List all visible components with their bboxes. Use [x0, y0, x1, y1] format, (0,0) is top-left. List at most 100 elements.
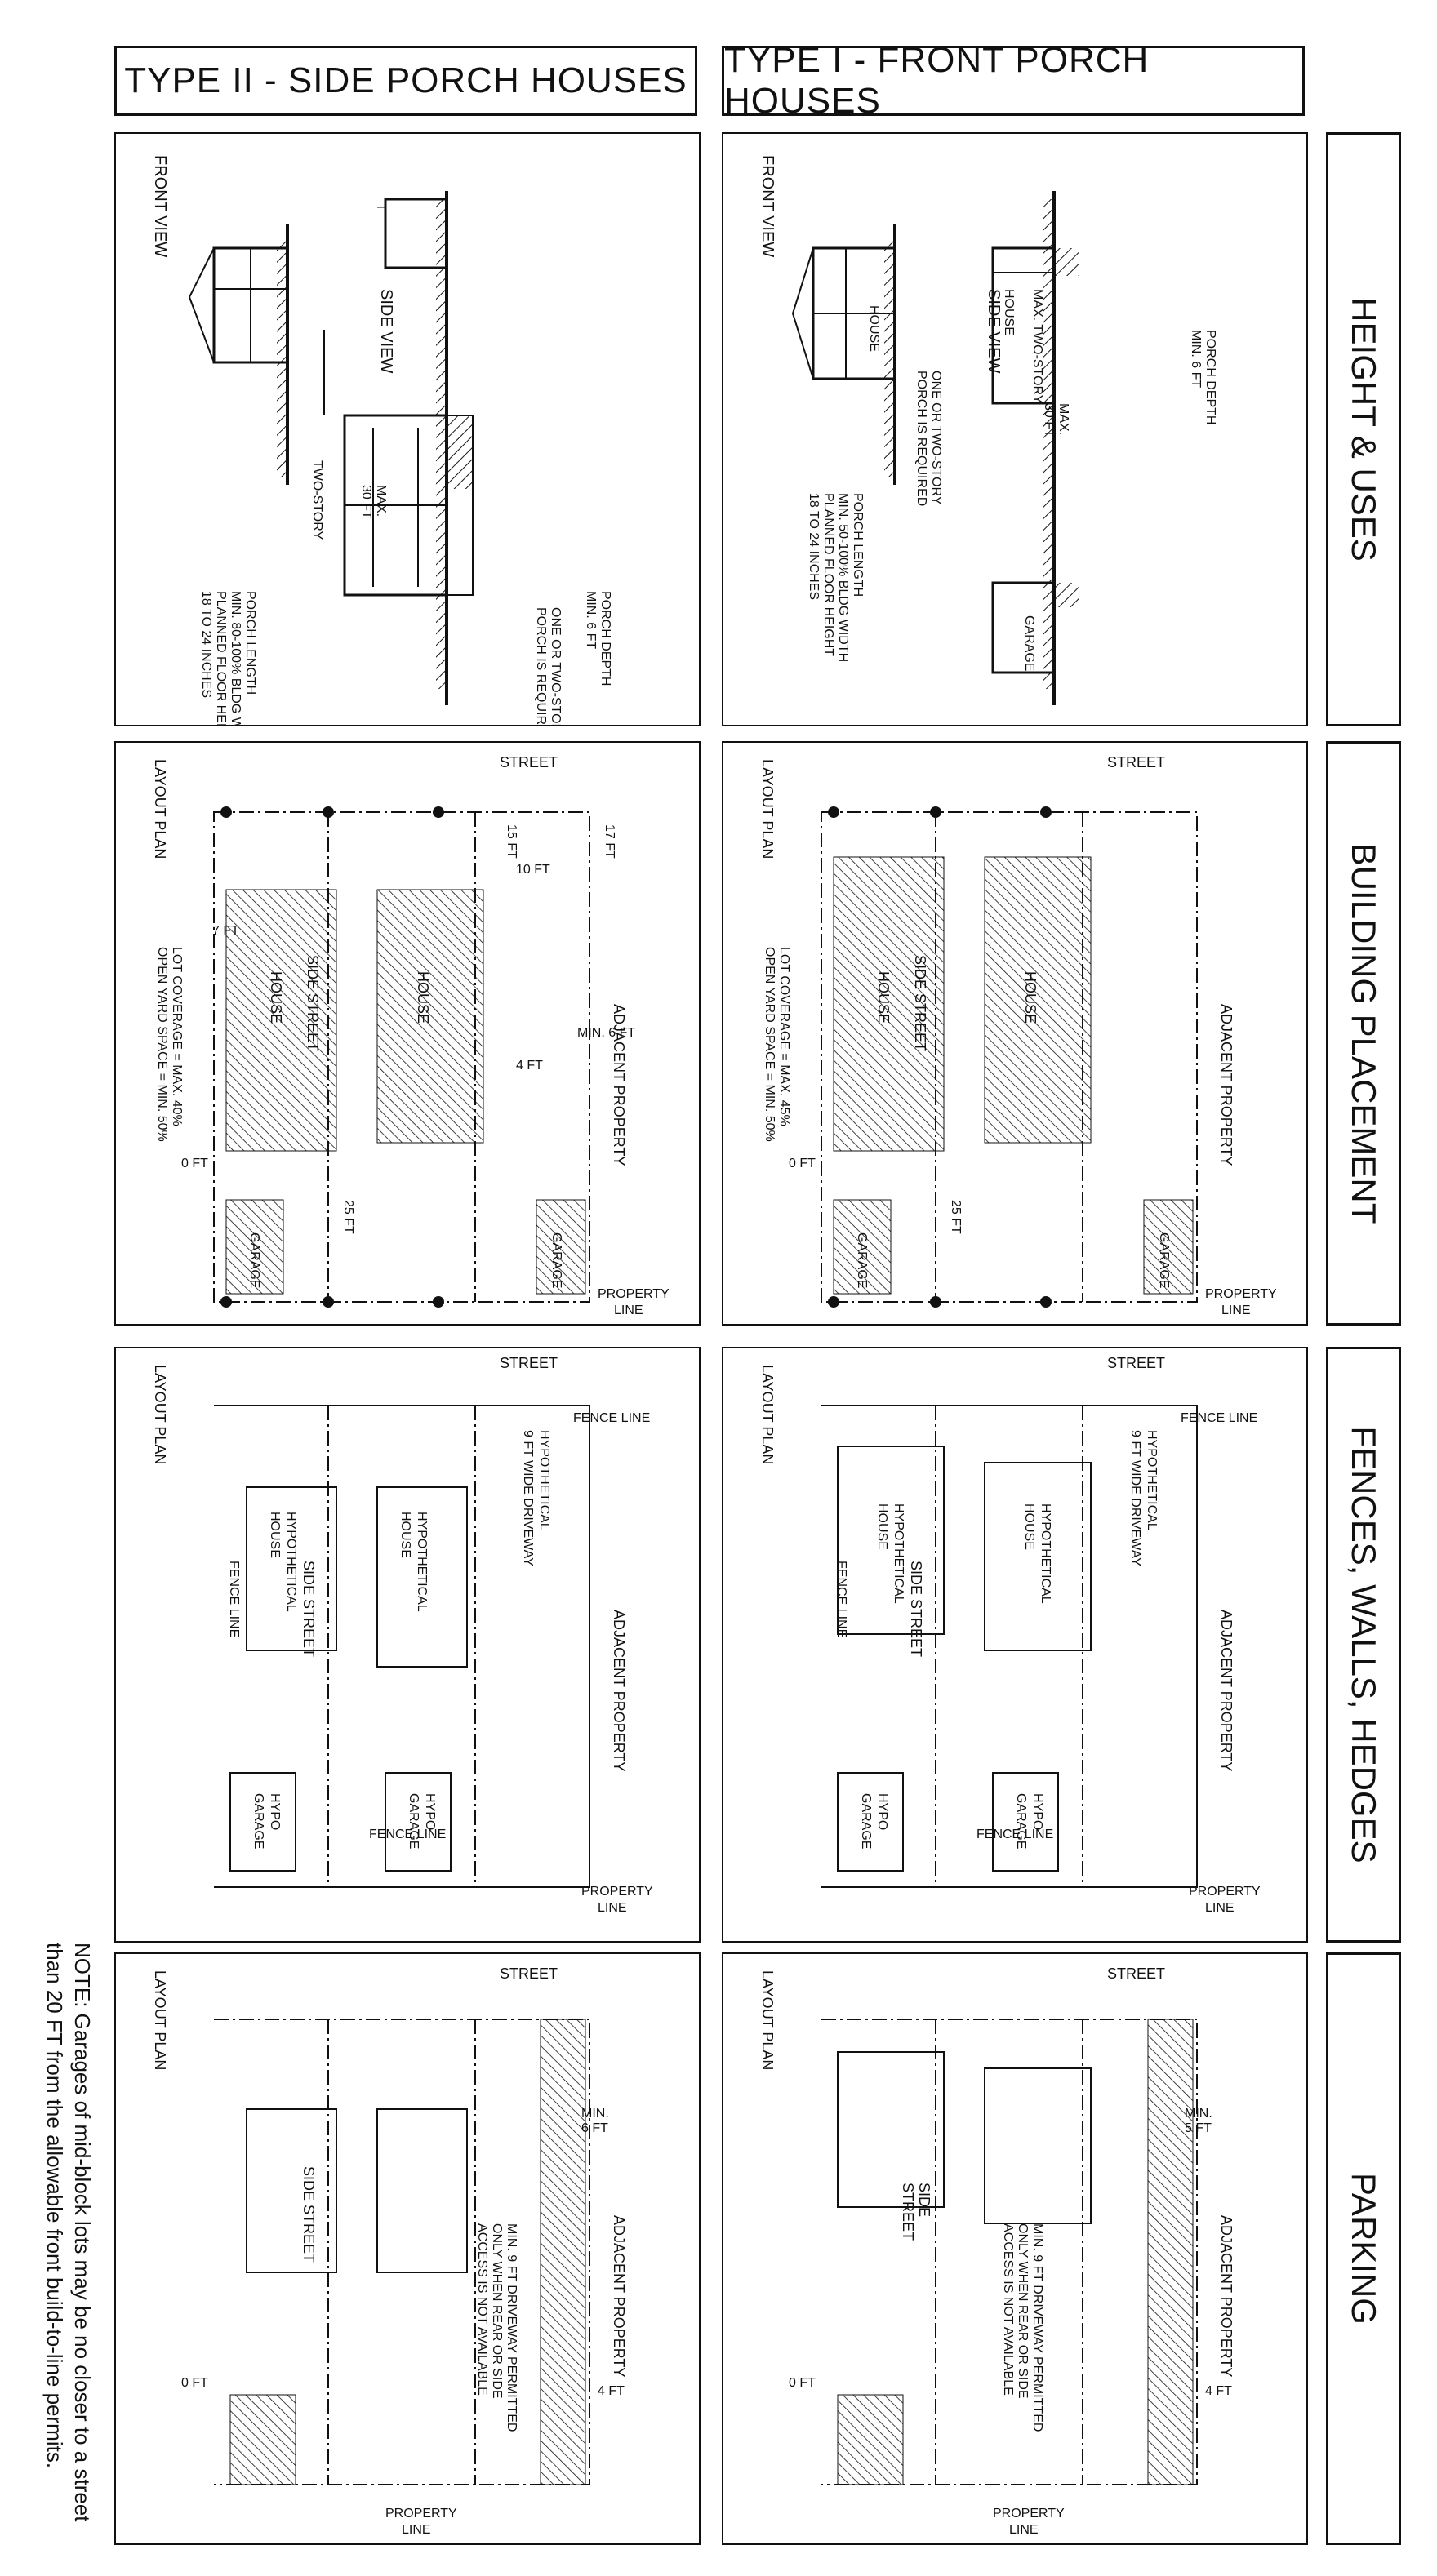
lot-corner-dots	[828, 806, 1052, 1308]
section-label: BUILDING PLACEMENT	[1345, 842, 1383, 1224]
ft25-label: 25 FT	[949, 1200, 963, 1234]
min6-label: MIN. 6 FT	[577, 1026, 635, 1040]
type1-fences-panel: LAYOUT PLAN STREET ADJACENT PROPERTY SID…	[722, 1347, 1308, 1943]
drive-label-a: HYPOTHETICAL	[537, 1430, 551, 1530]
garage-label-1: GARAGE	[247, 1232, 261, 1288]
porch-req-1: ONE OR TWO-STORY	[549, 607, 563, 726]
type1-building-diagram: LAYOUT PLAN STREET ADJACENT PROPERTY SID…	[759, 754, 1277, 1317]
line-label: LINE	[1009, 2523, 1039, 2537]
garage-label: GARAGE	[1022, 615, 1036, 671]
street-label: STREET	[500, 754, 558, 771]
garage-note: NOTE: Garages of mid-block lots may be n…	[36, 1943, 101, 2547]
max-30-label: 30 FT	[359, 485, 373, 519]
garage-label-1: GARAGE	[855, 1232, 869, 1288]
fence-line-bottom: FENCE LINE	[977, 1828, 1053, 1841]
max-label: MAX.	[374, 485, 388, 517]
driveway-note-3: ACCESS IS NOT AVAILABLE	[475, 2223, 489, 2396]
line-label: LINE	[614, 1304, 643, 1317]
property-label: PROPERTY	[598, 1287, 670, 1301]
house-label-1: HOUSE	[875, 971, 892, 1024]
street-label: STREET	[1107, 1965, 1165, 1982]
max-two-story-label: MAX. TWO-STORY	[1030, 289, 1044, 404]
front-view-drawing	[791, 224, 896, 485]
driveway-note-2: ONLY WHEN REAR OR SIDE	[1016, 2223, 1030, 2399]
porch-length-min-label: MIN. 50-100% BLDG WIDTH	[836, 493, 850, 662]
porch-depth-label: PORCH DEPTH	[1203, 330, 1217, 424]
hypo-garage-2b: GARAGE	[1014, 1793, 1028, 1849]
porch-req-1: ONE OR TWO-STORY	[929, 371, 943, 505]
street-label: STREET	[1107, 1355, 1165, 1371]
hyp-house-2a: HYPOTHETICAL	[415, 1512, 429, 1612]
ft4-label: 4 FT	[516, 1059, 543, 1073]
adjacent-label: ADJACENT PROPERTY	[1218, 2215, 1235, 2377]
garage-label-2: GARAGE	[1157, 1232, 1171, 1288]
drive-label-b: 9 FT WIDE DRIVEWAY	[521, 1430, 535, 1566]
type1-parking-panel: LAYOUT PLAN STREET ADJACENT PROPERTY SID…	[722, 1952, 1308, 2545]
open-yard-label: OPEN YARD SPACE = MIN. 50%	[155, 947, 169, 1142]
layout-plan-label: LAYOUT PLAN	[152, 1365, 168, 1464]
fence-line-top: FENCE LINE	[1181, 1411, 1257, 1425]
ft15-label: 15 FT	[505, 824, 518, 859]
driveway-note-2: ONLY WHEN REAR OR SIDE	[490, 2223, 504, 2399]
min10-label: 10 FT	[516, 863, 550, 877]
side-street-label: SIDE STREET	[300, 2166, 317, 2263]
hypo-garage-1a: HYPO	[268, 1793, 282, 1830]
garage-label-2: GARAGE	[549, 1232, 563, 1288]
porch-min-label: MIN. 6 FT	[1189, 330, 1203, 388]
hyp-house-2a: HYPOTHETICAL	[1039, 1503, 1052, 1604]
fence-line-bottom: FENCE LINE	[369, 1828, 446, 1841]
ft7-label: 7 FT	[212, 924, 239, 938]
house-label-2: HOUSE	[415, 971, 431, 1024]
hypo-garage-2a: HYPO	[1030, 1793, 1044, 1830]
hyp-house-1b: HOUSE	[268, 1512, 282, 1558]
porch-length-label: PORCH LENGTH	[243, 591, 257, 695]
property-label: PROPERTY	[993, 2507, 1065, 2520]
layout-plan-label: LAYOUT PLAN	[152, 1970, 168, 2070]
hyp-house-1b: HOUSE	[875, 1503, 889, 1550]
driveway-note-1: MIN. 9 FT DRIVEWAY PERMITTED	[505, 2223, 518, 2432]
section-label: HEIGHT & USES	[1345, 297, 1383, 562]
type2-fences-diagram: LAYOUT PLAN STREET ADJACENT PROPERTY SID…	[152, 1355, 653, 1915]
side-view-label: SIDE VIEW	[985, 289, 1003, 373]
floor-height-label: PLANNED FLOOR HEIGHT	[214, 591, 228, 726]
side-view-drawing	[991, 191, 1079, 705]
porch-req-2: PORCH IS REQUIRED	[914, 371, 928, 506]
ft25-label: 25 FT	[341, 1200, 355, 1234]
open-yard-label: OPEN YARD SPACE = MIN. 50%	[763, 947, 776, 1142]
ft5-label: 5 FT	[1185, 2121, 1212, 2135]
type1-building-panel: LAYOUT PLAN STREET ADJACENT PROPERTY SID…	[722, 741, 1308, 1326]
adjacent-label: ADJACENT PROPERTY	[611, 1004, 627, 1166]
type1-height-panel: SIDE VIEW HOUSE MAX. TWO-STORY MAX. 30 F…	[722, 132, 1308, 726]
street-label: STREET	[1107, 754, 1165, 771]
layout-plan-label: LAYOUT PLAN	[152, 759, 168, 859]
section-label: PARKING	[1345, 2173, 1383, 2325]
layout-plan-label: LAYOUT PLAN	[759, 1365, 776, 1464]
line-label: LINE	[1205, 1901, 1235, 1915]
min-label: MIN.	[1185, 2107, 1212, 2121]
section-parking: PARKING	[1326, 1952, 1401, 2545]
layout-plan-label: LAYOUT PLAN	[759, 1970, 776, 2070]
porch-length-label: PORCH LENGTH	[851, 493, 865, 597]
type1-fences-diagram: LAYOUT PLAN STREET ADJACENT PROPERTY SID…	[759, 1355, 1261, 1915]
adjacent-label: ADJACENT PROPERTY	[611, 1610, 627, 1771]
hypo-garage-1b: GARAGE	[859, 1793, 873, 1849]
hypo-garage-2b: GARAGE	[407, 1793, 420, 1849]
line-label: LINE	[402, 2523, 431, 2537]
two-story-label: TWO-STORY	[310, 460, 324, 540]
line-label: LINE	[1221, 1304, 1251, 1317]
side-street-label: SIDE STREET	[908, 1561, 924, 1657]
ft0-label: 0 FT	[789, 1157, 816, 1170]
garage-note-text: NOTE: Garages of mid-block lots may be n…	[42, 1943, 95, 2522]
property-label: PROPERTY	[1189, 1885, 1261, 1899]
floor-inches-label: 18 TO 24 INCHES	[807, 493, 821, 600]
house-label-1: HOUSE	[268, 971, 284, 1024]
line-label: LINE	[598, 1901, 627, 1915]
porch-depth-label: PORCH DEPTH	[598, 591, 612, 686]
porch-req-2: PORCH IS REQUIRED	[534, 607, 548, 726]
type2-parking-diagram: LAYOUT PLAN STREET ADJACENT PROPERTY SID…	[152, 1965, 627, 2537]
fence-line-side: FENCE LINE	[834, 1561, 848, 1637]
street-side-label: STREET	[900, 2183, 916, 2241]
side-street-label: SIDE STREET	[912, 955, 928, 1051]
adjacent-label: ADJACENT PROPERTY	[1218, 1004, 1235, 1166]
coverage-label: LOT COVERAGE = MAX. 45%	[777, 947, 791, 1126]
